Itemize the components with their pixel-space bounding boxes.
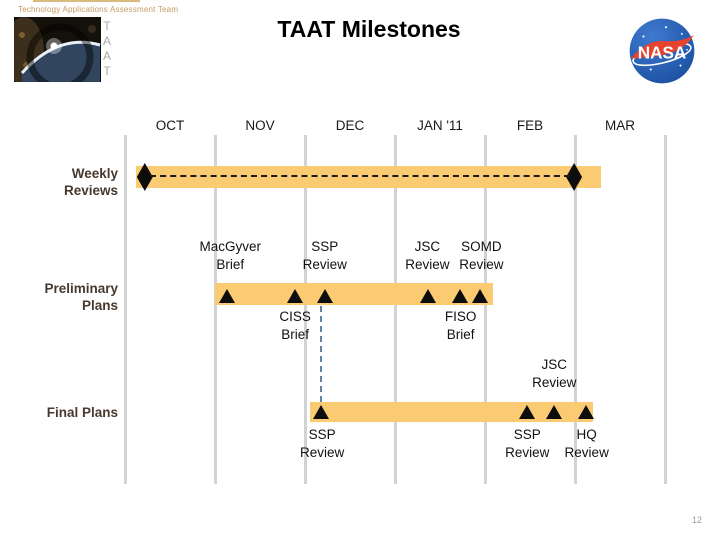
timeline-gridline xyxy=(394,135,397,484)
milestone-label-line: SSP xyxy=(311,239,339,254)
milestone-label-line: CISS xyxy=(279,309,311,324)
milestone-label: CISS Brief xyxy=(279,308,311,344)
milestone-triangle-marker xyxy=(313,405,330,419)
row-label-line: Plans xyxy=(81,298,118,313)
slide-title: TAAT Milestones xyxy=(277,16,461,42)
timeline-gridline xyxy=(484,135,487,484)
milestone-label-line: Review xyxy=(505,445,550,460)
taat-vertical-letter: A xyxy=(103,34,112,48)
milestone-label-line: Review xyxy=(405,257,450,272)
month-label: MAR xyxy=(605,118,635,133)
milestone-triangle-marker xyxy=(287,289,304,303)
milestone-label: SOMD Review xyxy=(459,238,503,274)
taat-vertical-letter: T xyxy=(103,19,111,33)
milestone-label: SSP Review xyxy=(505,426,549,462)
milestone-label-line: JSC xyxy=(541,357,568,372)
milestone-label-line: MacGyver xyxy=(199,239,262,254)
milestone-triangle-marker xyxy=(451,289,468,303)
milestone-label-line: SSP xyxy=(513,427,541,442)
milestone-label-line: Review xyxy=(532,375,577,390)
milestone-triangle-marker xyxy=(218,289,235,303)
month-label: DEC xyxy=(335,118,365,133)
nasa-red-swoosh xyxy=(630,35,694,59)
milestone-label: HQ Review xyxy=(565,426,609,462)
milestone-triangle-marker xyxy=(420,289,437,303)
row-label: Final Plans xyxy=(0,404,118,421)
milestone-label-line: Review xyxy=(459,257,504,272)
milestone-label-line: Review xyxy=(302,257,347,272)
nasa-logo-text: NASA xyxy=(638,42,687,62)
weekly-reviews-dashed-line xyxy=(150,175,571,177)
month-label: FEB xyxy=(516,118,544,133)
row-label-line: Final Plans xyxy=(46,405,118,420)
month-label: JAN '11 xyxy=(417,118,463,133)
page-number: 12 xyxy=(692,515,703,525)
milestone-label-line: SSP xyxy=(308,427,336,442)
milestone-diamond-marker xyxy=(136,163,153,191)
milestone-triangle-marker xyxy=(577,405,594,419)
milestone-triangle-marker xyxy=(519,405,536,419)
nasa-logo: NASA xyxy=(629,18,695,84)
milestone-label: JSC Review xyxy=(532,356,576,392)
timeline-bar xyxy=(135,166,602,188)
milestone-label: FISO Brief xyxy=(445,308,477,344)
milestone-label-line: JSC xyxy=(414,239,441,254)
row-label-line: Reviews xyxy=(63,183,118,198)
milestone-label-line: SOMD xyxy=(461,239,502,254)
row-label-line: Weekly xyxy=(71,166,118,181)
milestone-label-line: Brief xyxy=(446,327,475,342)
milestone-triangle-marker xyxy=(546,405,563,419)
milestone-label-line: FISO xyxy=(444,309,477,324)
milestone-label-line: Review xyxy=(564,445,609,460)
timeline-gridline xyxy=(214,135,217,484)
milestone-label: SSP Review xyxy=(300,426,344,462)
taat-vertical-letter: T xyxy=(103,64,111,78)
milestone-label-line: Review xyxy=(299,445,345,460)
ssp-review-connector-line xyxy=(320,306,323,402)
taat-vertical-letter: A xyxy=(103,49,112,63)
timeline-gridline xyxy=(574,135,577,484)
top-strip-decoration xyxy=(33,0,140,2)
row-label-line: Preliminary xyxy=(44,281,118,296)
taat-logo-image xyxy=(14,17,101,82)
month-label: OCT xyxy=(155,118,185,133)
timeline-gridline xyxy=(664,135,667,484)
taat-logo-caption: Technology Applications Assessment Team xyxy=(18,5,179,14)
month-label: NOV xyxy=(245,118,275,133)
milestone-label: SSP Review xyxy=(303,238,347,274)
timeline-gridline xyxy=(124,135,127,484)
timeline-gridline xyxy=(304,135,307,484)
milestone-label-line: Brief xyxy=(216,257,245,272)
milestone-triangle-marker xyxy=(471,289,488,303)
milestone-diamond-marker xyxy=(566,163,583,191)
milestone-label-line: Brief xyxy=(281,327,309,342)
milestone-label: JSC Review xyxy=(405,238,449,274)
milestone-triangle-marker xyxy=(316,289,333,303)
milestone-label-line: HQ xyxy=(576,427,597,442)
